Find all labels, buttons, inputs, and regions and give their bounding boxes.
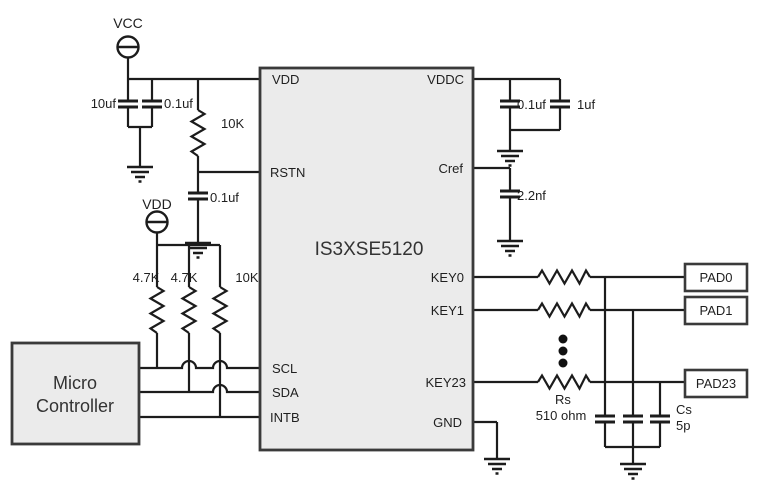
ground-symbol-cs-caps (618, 462, 648, 480)
resistor-4k7-scl-symbol (149, 285, 165, 335)
vcc-power-port-symbol (116, 35, 140, 59)
vcc-label: VCC (113, 15, 143, 31)
res-10k-intb-label: 10K (235, 270, 258, 285)
resistor-4k7-sda-symbol (181, 285, 197, 335)
mcu-label-line1: Micro (53, 373, 97, 393)
resistor-10k-intb-symbol (212, 285, 228, 335)
res-10k-rstn-label: 10K (221, 116, 244, 131)
ground-symbol-vcc-caps (125, 165, 155, 183)
resistor-rs-key0-symbol (536, 269, 592, 285)
pad23-box (683, 368, 749, 399)
pin-key0-label: KEY0 (431, 270, 464, 285)
cs-name-label: Cs (676, 402, 692, 417)
res-4k7-scl-label: 4.7K (133, 270, 160, 285)
pullup-drop-wires (155, 333, 222, 417)
ground-symbol-cref-cap (495, 239, 525, 257)
rs-value-label: 510 ohm (536, 408, 587, 423)
capacitor-cs1-symbol (593, 414, 617, 424)
mcu-label-line2: Controller (36, 396, 114, 416)
pin-vdd-label: VDD (272, 72, 299, 87)
vdd-rail-wires (155, 233, 222, 287)
mcu-box (10, 341, 141, 446)
pad1-label: PAD1 (700, 303, 733, 318)
capacitor-cs2-symbol (621, 414, 645, 424)
pin-key23-label: KEY23 (426, 375, 466, 390)
vddc-cap-wires (473, 77, 562, 151)
pad1-box (683, 295, 749, 326)
wire-layer (126, 58, 685, 464)
cap-0p1uf-rstn-label: 0.1uf (210, 190, 239, 205)
pin-intb-label: INTB (270, 410, 300, 425)
cap-0p1uf-vcc-label: 0.1uf (164, 96, 193, 111)
key-ellipsis-dots (558, 334, 568, 368)
resistor-rs-key23-symbol (536, 374, 592, 390)
capacitor-0p1uf-vcc-symbol (140, 99, 164, 109)
capacitor-10uf-symbol (116, 99, 140, 109)
cref-wires (473, 166, 512, 241)
rs-name-label: Rs (555, 392, 571, 407)
cap-1uf-label: 1uf (577, 97, 595, 112)
gnd-pin-wire (473, 420, 499, 459)
pin-scl-label: SCL (272, 361, 297, 376)
cs-filter-wires (603, 277, 662, 464)
pad23-label: PAD23 (696, 376, 736, 391)
rstn-branch-wires (196, 79, 260, 243)
pad0-box (683, 262, 749, 293)
capacitor-0p1uf-rstn-symbol (186, 191, 210, 201)
ic-name-label: IS3XSE5120 (315, 239, 424, 260)
vcc-cap-wires (126, 79, 154, 167)
pin-sda-label: SDA (272, 385, 299, 400)
capacitor-cs3-symbol (648, 414, 672, 424)
cs-value-label: 5p (676, 418, 690, 433)
pin-rstn-label: RSTN (270, 165, 305, 180)
resistor-10k-rstn-symbol (190, 108, 206, 158)
cap-2p2nf-label: 2.2nf (517, 188, 546, 203)
cap-10uf-label: 10uf (91, 96, 117, 111)
sda-wire (139, 383, 260, 394)
pin-cref-label: Cref (438, 161, 463, 176)
capacitor-1uf-symbol (548, 99, 572, 109)
pin-vddc-label: VDDC (427, 72, 464, 87)
pin-gnd-label: GND (433, 415, 462, 430)
cap-0p1uf-vddc-label: 0.1uf (517, 97, 546, 112)
vdd-power-port-symbol (145, 210, 169, 234)
resistor-rs-key1-symbol (536, 302, 592, 318)
pad0-label: PAD0 (700, 270, 733, 285)
ground-symbol-gnd-pin (482, 457, 512, 475)
ground-symbol-vddc-caps (495, 149, 525, 167)
scl-wire (139, 359, 260, 370)
vdd-label: VDD (142, 196, 172, 212)
ic-box (258, 66, 475, 452)
res-4k7-sda-label: 4.7K (171, 270, 198, 285)
pin-key1-label: KEY1 (431, 303, 464, 318)
vcc-rail-wire (126, 58, 260, 81)
